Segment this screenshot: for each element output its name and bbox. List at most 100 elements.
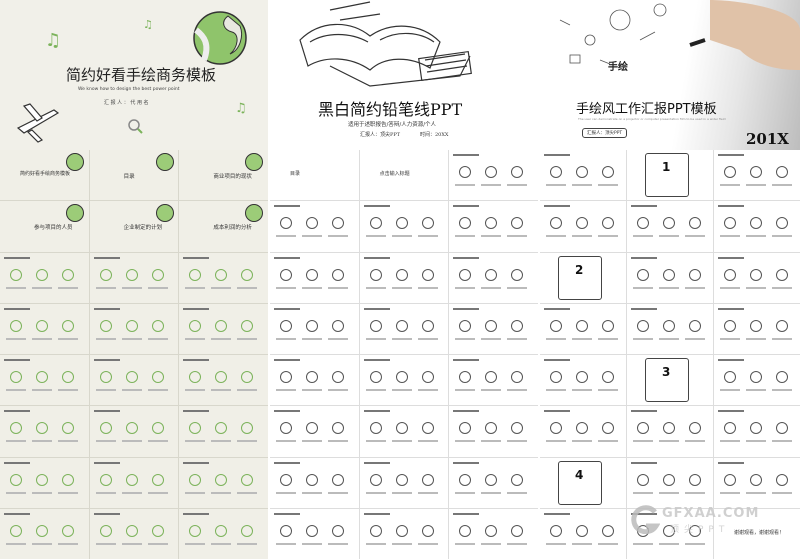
slide-thumbnail[interactable]	[714, 150, 800, 201]
slide-heading-placeholder	[544, 154, 570, 156]
slide-icon	[663, 473, 675, 486]
slide-thumbnail[interactable]	[179, 355, 268, 406]
slide-thumbnail[interactable]	[449, 355, 538, 406]
slide-icon	[215, 268, 228, 281]
slide-heading-placeholder	[453, 410, 480, 413]
slide-icon	[750, 217, 762, 230]
slide-thumbnail[interactable]	[627, 406, 713, 457]
text-placeholder	[772, 440, 792, 443]
slide-thumbnail[interactable]	[179, 252, 268, 303]
slide-thumbnail[interactable]	[540, 406, 626, 457]
slide-icon	[280, 319, 292, 332]
slide-thumbnail[interactable]: 商业项目的现状	[179, 150, 268, 201]
slide-heading-placeholder	[718, 410, 744, 413]
slide-thumbnail[interactable]	[359, 406, 449, 457]
slide-thumbnail[interactable]: 目录	[89, 150, 179, 201]
slide-thumbnail[interactable]	[359, 252, 449, 303]
slide-thumbnail[interactable]	[627, 303, 713, 354]
slide-thumbnail[interactable]: 目录	[270, 150, 359, 201]
slide-thumbnail[interactable]	[270, 406, 359, 457]
slide-thumbnail[interactable]	[540, 303, 626, 354]
slide-thumbnail[interactable]: 2	[540, 252, 626, 303]
slide-thumbnail[interactable]	[359, 508, 449, 559]
slide-thumbnail[interactable]	[627, 252, 713, 303]
slide-thumbnail[interactable]	[179, 406, 268, 457]
slide-icon	[189, 268, 202, 281]
slide-thumbnail[interactable]	[359, 303, 449, 354]
slide-thumbnail[interactable]	[714, 201, 800, 252]
text-placeholder	[507, 491, 528, 494]
slide-thumbnail[interactable]	[449, 303, 538, 354]
slide-thumbnail[interactable]: 4	[540, 457, 626, 508]
slide-icon	[151, 319, 164, 332]
slide-thumbnail[interactable]	[627, 457, 713, 508]
slide-thumbnail[interactable]	[89, 406, 179, 457]
slide-icon	[602, 524, 614, 537]
slide-thumbnail[interactable]	[89, 508, 179, 559]
slide-thumbnail[interactable]	[0, 303, 89, 354]
slide-thumbnail[interactable]	[627, 508, 713, 559]
slide-thumbnail[interactable]	[179, 457, 268, 508]
cover-slide[interactable]: ♫ ♫ ♫ 简约好看手绘商务模板 We know how to design t…	[0, 0, 268, 150]
slide-thumbnail[interactable]	[449, 457, 538, 508]
slide-thumbnail[interactable]	[0, 355, 89, 406]
slide-thumbnail[interactable]	[89, 252, 179, 303]
slide-thumbnail[interactable]	[449, 201, 538, 252]
slide-thumbnail-grid: 简约好看手绘商务模板目录商业项目的现状参与项目的人员 企业制定的计划成本利润的分析	[0, 150, 268, 559]
slide-thumbnail[interactable]	[714, 406, 800, 457]
slide-heading-placeholder	[183, 461, 210, 464]
slide-icon	[724, 371, 736, 383]
slide-thumbnail[interactable]	[449, 252, 538, 303]
slide-thumbnail[interactable]	[270, 201, 359, 252]
slide-thumbnail[interactable]	[270, 303, 359, 354]
slide-thumbnail[interactable]	[714, 303, 800, 354]
slide-thumbnail[interactable]	[270, 355, 359, 406]
slide-thumbnail[interactable]	[540, 201, 626, 252]
slide-thumbnail[interactable]	[449, 508, 538, 559]
slide-thumbnail[interactable]	[89, 457, 179, 508]
slide-thumbnail[interactable]: 点击输入标题	[359, 150, 449, 201]
cover-slide[interactable]: 黑白简约铅笔线PPT 适用于述职报告/答辩/人力资源/个人 汇报人：顶尖PPT …	[270, 0, 538, 150]
slide-thumbnail[interactable]	[449, 406, 538, 457]
slide-icon	[280, 524, 292, 537]
slide-title: 参与项目的人员	[34, 225, 73, 232]
slide-thumbnail[interactable]	[179, 508, 268, 559]
slide-heading-placeholder	[363, 359, 390, 361]
slide-thumbnail[interactable]	[0, 406, 89, 457]
slide-thumbnail[interactable]	[89, 303, 179, 354]
text-placeholder	[237, 491, 258, 494]
slide-thumbnail[interactable]	[359, 201, 449, 252]
cover-slide[interactable]: 手绘 手绘风工作汇报PPT模板 The user can demonstrate…	[540, 0, 800, 150]
slide-thumbnail[interactable]	[714, 457, 800, 508]
slide-thumbnail[interactable]: 1	[627, 150, 713, 201]
slide-thumbnail[interactable]	[359, 457, 449, 508]
slide-thumbnail[interactable]	[627, 201, 713, 252]
slide-icon	[485, 217, 498, 230]
slide-thumbnail[interactable]: 简约好看手绘商务模板	[0, 150, 89, 201]
slide-thumbnail[interactable]	[0, 508, 89, 559]
slide-thumbnail[interactable]: 3	[627, 355, 713, 406]
text-placeholder	[6, 491, 26, 494]
slide-icon	[776, 268, 788, 281]
slide-thumbnail[interactable]: 企业制定的计划	[89, 201, 179, 252]
slide-thumbnail[interactable]	[714, 355, 800, 406]
slide-thumbnail[interactable]	[270, 252, 359, 303]
slide-thumbnail[interactable]	[0, 457, 89, 508]
slide-thumbnail[interactable]	[714, 252, 800, 303]
slide-thumbnail[interactable]: 谢谢观看，谢谢观看！	[714, 508, 800, 559]
slide-thumbnail[interactable]: 成本利润的分析	[179, 201, 268, 252]
slide-thumbnail[interactable]: 参与项目的人员	[0, 201, 89, 252]
slide-thumbnail[interactable]	[270, 508, 359, 559]
slide-thumbnail[interactable]	[359, 355, 449, 406]
slide-thumbnail[interactable]	[449, 150, 538, 201]
slide-thumbnail[interactable]	[540, 508, 626, 559]
slide-thumbnail[interactable]	[540, 355, 626, 406]
slide-icon	[395, 524, 408, 537]
text-placeholder	[328, 235, 348, 238]
slide-thumbnail[interactable]	[179, 303, 268, 354]
slide-thumbnail[interactable]	[89, 355, 179, 406]
slide-icon	[724, 422, 736, 435]
slide-thumbnail[interactable]	[0, 252, 89, 303]
slide-thumbnail[interactable]	[540, 150, 626, 201]
slide-thumbnail[interactable]	[270, 457, 359, 508]
